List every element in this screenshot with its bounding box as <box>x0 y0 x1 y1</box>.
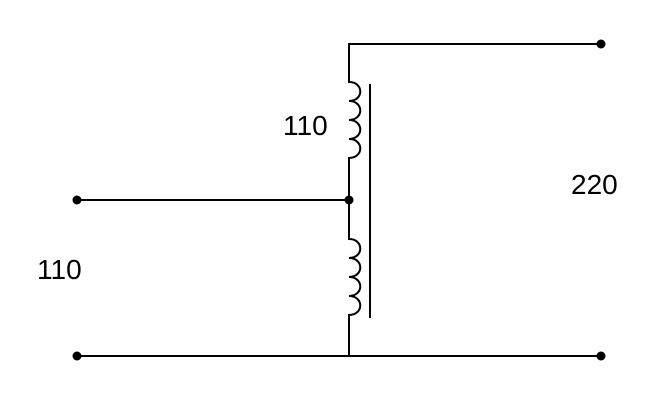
lower-winding <box>348 200 362 356</box>
secondary-voltage-label: 220 <box>571 169 618 200</box>
upper-winding-label: 110 <box>283 110 328 141</box>
upper-winding <box>348 81 362 200</box>
bottom-left-terminal <box>72 351 82 361</box>
top-output-wire <box>348 43 602 83</box>
bottom-right-terminal <box>596 351 606 361</box>
primary-voltage-label: 110 <box>37 254 82 285</box>
top-right-terminal <box>596 39 606 49</box>
tap-junction <box>344 195 354 205</box>
left-input-terminal <box>72 195 82 205</box>
